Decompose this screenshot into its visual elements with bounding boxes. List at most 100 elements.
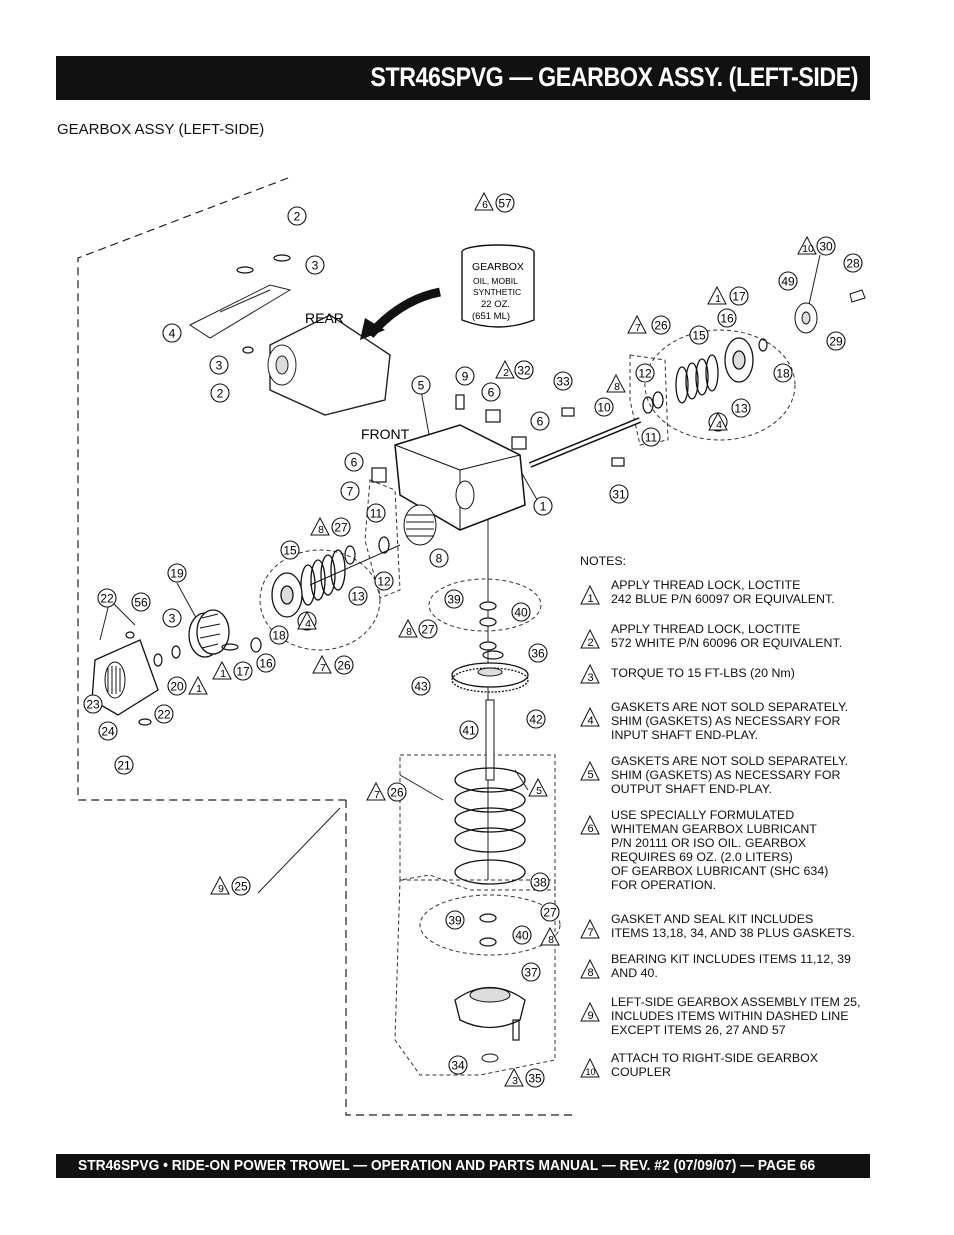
svg-text:3: 3 — [169, 612, 176, 626]
page-title: STR46SPVG — GEARBOX ASSY. (LEFT-SIDE) — [370, 62, 858, 92]
callout-28: 28 — [843, 253, 863, 273]
svg-text:6: 6 — [587, 823, 593, 835]
svg-text:27: 27 — [334, 521, 348, 535]
rear-label: REAR — [305, 310, 344, 326]
svg-text:17: 17 — [236, 665, 250, 679]
note-ref-8: 8 — [398, 618, 418, 638]
svg-text:11: 11 — [370, 507, 383, 521]
svg-text:8: 8 — [548, 934, 554, 946]
svg-text:27: 27 — [421, 623, 435, 637]
cover-plate — [188, 284, 292, 339]
svg-text:5: 5 — [536, 785, 542, 797]
svg-text:3: 3 — [587, 672, 593, 684]
callout-39: 39 — [445, 910, 465, 930]
note-text: GASKET AND SEAL KIT INCLUDES ITEMS 13,18… — [611, 912, 855, 940]
small-parts — [125, 254, 768, 1041]
note-triangle-icon: 7 — [580, 919, 600, 939]
note-ref-7: 7 — [366, 781, 386, 801]
callout-11: 11 — [641, 427, 661, 447]
worm-gear — [403, 504, 437, 546]
note-ref-1: 1 — [188, 675, 208, 695]
notes-heading: NOTES: — [580, 554, 627, 568]
callout-29: 29 — [826, 331, 846, 351]
svg-text:4: 4 — [305, 618, 311, 630]
note-text: GASKETS ARE NOT SOLD SEPARATELY. SHIM (G… — [611, 754, 849, 796]
svg-text:7: 7 — [347, 485, 354, 499]
svg-text:10: 10 — [597, 401, 611, 415]
svg-text:5: 5 — [587, 769, 593, 781]
callout-7: 7 — [340, 481, 360, 501]
svg-text:36: 36 — [531, 647, 545, 661]
callout-15: 15 — [689, 325, 709, 345]
oil-can-line-3: SYNTHETIC — [473, 287, 521, 297]
svg-text:57: 57 — [498, 197, 512, 211]
note-ref-1: 1 — [707, 285, 727, 305]
front-label: FRONT — [361, 426, 410, 442]
callout-27: 27 — [331, 517, 351, 537]
svg-text:26: 26 — [654, 319, 668, 333]
note-triangle-icon: 10 — [580, 1058, 600, 1078]
oil-can — [461, 244, 535, 328]
svg-text:8: 8 — [318, 524, 324, 536]
callout-layer: 1222333444566678910111112121313151516161… — [83, 193, 863, 1088]
svg-text:22: 22 — [157, 708, 171, 722]
callout-3: 3 — [209, 355, 229, 375]
callout-24: 24 — [98, 721, 118, 741]
bottom-housing-37 — [454, 987, 526, 1063]
svg-text:17: 17 — [732, 290, 746, 304]
output-gear-43 — [451, 662, 529, 693]
output-shaft-41 — [485, 699, 495, 781]
callout-12: 12 — [374, 571, 394, 591]
oil-can-line-1: GEARBOX — [472, 261, 524, 273]
note-text: ATTACH TO RIGHT-SIDE GEARBOX COUPLER — [611, 1051, 818, 1079]
note-triangle-icon: 6 — [580, 815, 600, 835]
note-text: LEFT-SIDE GEARBOX ASSEMBLY ITEM 25, INCL… — [611, 995, 861, 1037]
callout-27: 27 — [418, 619, 438, 639]
callout-2: 2 — [287, 206, 307, 226]
callout-23: 23 — [83, 694, 103, 714]
note-ref-4: 4 — [297, 610, 317, 630]
assembly-boundary — [77, 177, 575, 1116]
svg-text:6: 6 — [488, 386, 495, 400]
svg-text:1: 1 — [220, 668, 226, 680]
svg-text:42: 42 — [529, 713, 543, 727]
svg-text:20: 20 — [170, 680, 184, 694]
note-ref-5: 5 — [528, 777, 548, 797]
callout-18: 18 — [269, 625, 289, 645]
callout-27: 27 — [540, 902, 560, 922]
svg-text:8: 8 — [614, 381, 620, 393]
callout-56: 56 — [131, 592, 151, 612]
svg-text:31: 31 — [612, 488, 626, 502]
svg-text:1: 1 — [196, 683, 202, 695]
svg-text:30: 30 — [819, 240, 833, 254]
svg-text:10: 10 — [802, 243, 814, 255]
callout-3: 3 — [162, 608, 182, 628]
svg-text:27: 27 — [543, 906, 557, 920]
callout-22: 22 — [97, 588, 117, 608]
right-coupler-30 — [794, 289, 866, 334]
svg-text:9: 9 — [587, 1010, 593, 1022]
footer-bar: STR46SPVG • RIDE-ON POWER TROWEL — OPERA… — [56, 1154, 870, 1178]
callout-40: 40 — [512, 925, 532, 945]
callout-6: 6 — [481, 382, 501, 402]
svg-text:21: 21 — [117, 759, 131, 773]
svg-text:2: 2 — [503, 367, 509, 379]
callout-36: 36 — [528, 643, 548, 663]
svg-text:1: 1 — [715, 293, 721, 305]
svg-text:11: 11 — [645, 431, 658, 445]
svg-text:37: 37 — [524, 966, 538, 980]
oil-can-line-2: OIL, MOBIL — [473, 276, 518, 286]
svg-text:34: 34 — [451, 1059, 465, 1073]
note-triangle-icon: 3 — [580, 664, 600, 684]
callout-13: 13 — [348, 586, 368, 606]
note-ref-6: 6 — [474, 191, 494, 211]
svg-text:56: 56 — [134, 596, 148, 610]
callout-49: 49 — [778, 271, 798, 291]
svg-text:2: 2 — [587, 637, 593, 649]
note-ref-8: 8 — [540, 926, 560, 946]
svg-text:10: 10 — [585, 1067, 595, 1077]
svg-text:2: 2 — [217, 387, 224, 401]
svg-text:18: 18 — [776, 367, 790, 381]
